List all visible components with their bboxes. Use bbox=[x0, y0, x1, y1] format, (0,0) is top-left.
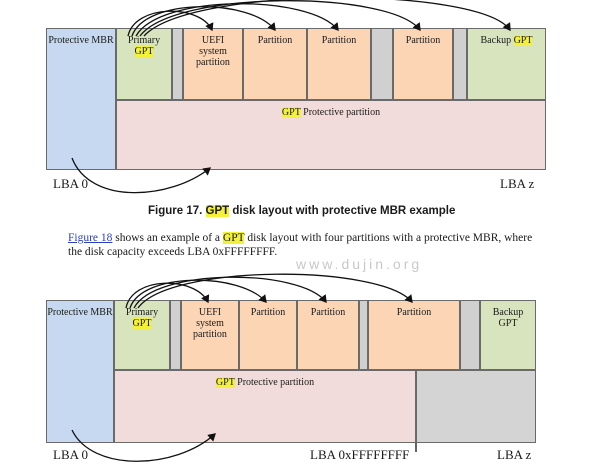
partition-block: Partition bbox=[243, 28, 307, 100]
paragraph-text-2: disk layout with four partitions with a … bbox=[247, 232, 533, 244]
lba-z-label: LBA z bbox=[497, 447, 532, 462]
uefi-label: UEFI bbox=[201, 35, 225, 46]
unprotected-region-block bbox=[416, 370, 536, 443]
protective-mbr-block: Protective MBR bbox=[46, 300, 114, 443]
protective-partition-label: Protective partition bbox=[303, 107, 381, 118]
figure-18-link[interactable]: Figure 18 bbox=[68, 232, 113, 244]
partition-label: Partition bbox=[257, 35, 293, 46]
gap-block bbox=[453, 28, 467, 100]
partition-word-label: partition bbox=[193, 329, 227, 340]
partition-label: Partition bbox=[321, 35, 357, 46]
gpt-highlight: GPT bbox=[215, 377, 235, 388]
primary-label: Primary bbox=[125, 307, 159, 318]
protective-partition-label: Protective partition bbox=[237, 377, 315, 388]
primary-gpt-block: Primary GPT bbox=[114, 300, 170, 370]
partition-block: Partition bbox=[307, 28, 371, 100]
gpt-highlight: GPT bbox=[134, 46, 154, 57]
gap-block bbox=[359, 300, 368, 370]
body-paragraph: Figure 18 shows an example of a GPT disk… bbox=[68, 231, 588, 259]
system-label: system bbox=[199, 46, 227, 57]
partition-label: Partition bbox=[405, 35, 441, 46]
gpt-label: GPT bbox=[498, 318, 518, 329]
gpt-highlight: GPT bbox=[222, 232, 245, 244]
backup-label: Backup bbox=[492, 307, 524, 318]
partition-block: Partition bbox=[393, 28, 453, 100]
uefi-partition-block: UEFI system partition bbox=[183, 28, 243, 100]
backup-gpt-block: Backup GPT bbox=[480, 300, 536, 370]
caption-prefix: Figure 17. bbox=[148, 205, 203, 217]
partition-label: Partition bbox=[396, 307, 432, 318]
gap-block bbox=[172, 28, 183, 100]
partition-label: Partition bbox=[250, 307, 286, 318]
protective-mbr-block: Protective MBR bbox=[46, 28, 116, 170]
partition-label: Partition bbox=[310, 307, 346, 318]
paragraph-text-1: shows an example of a bbox=[115, 232, 221, 244]
system-label: system bbox=[196, 318, 224, 329]
backup-gpt-block: Backup GPT bbox=[467, 28, 546, 100]
gpt-highlight: GPT bbox=[132, 318, 152, 329]
uefi-label: UEFI bbox=[198, 307, 222, 318]
gap-block bbox=[371, 28, 393, 100]
partition-word-label: partition bbox=[196, 57, 230, 68]
gap-block bbox=[170, 300, 181, 370]
protective-partition-block: GPT Protective partition bbox=[114, 370, 416, 443]
lba-0-label: LBA 0 bbox=[53, 447, 89, 462]
partition-block: Partition bbox=[297, 300, 359, 370]
paragraph-line-2: the disk capacity exceeds LBA 0xFFFFFFFF… bbox=[68, 246, 278, 258]
lba-z-label: LBA z bbox=[500, 176, 535, 191]
figure-caption: Figure 17. GPT disk layout with protecti… bbox=[148, 205, 455, 217]
protective-mbr-label: Protective MBR bbox=[47, 307, 113, 318]
backup-label: Backup bbox=[480, 35, 512, 46]
primary-gpt-block: Primary GPT bbox=[116, 28, 172, 100]
partition-block: Partition bbox=[368, 300, 460, 370]
caption-suffix: disk layout with protective MBR example bbox=[232, 205, 456, 217]
gpt-highlight: GPT bbox=[281, 107, 301, 118]
lba-ffffffff-label: LBA 0xFFFFFFFF bbox=[310, 447, 410, 462]
partition-block: Partition bbox=[239, 300, 297, 370]
watermark: www.dujin.org bbox=[296, 256, 423, 272]
uefi-partition-block: UEFI system partition bbox=[181, 300, 239, 370]
lba-0-label: LBA 0 bbox=[53, 176, 89, 191]
protective-partition-block: GPT Protective partition bbox=[116, 100, 546, 170]
gpt-highlight: GPT bbox=[513, 35, 533, 46]
gpt-highlight: GPT bbox=[205, 205, 230, 217]
primary-label: Primary bbox=[127, 35, 161, 46]
gap-block bbox=[460, 300, 480, 370]
protective-mbr-label: Protective MBR bbox=[48, 35, 114, 46]
